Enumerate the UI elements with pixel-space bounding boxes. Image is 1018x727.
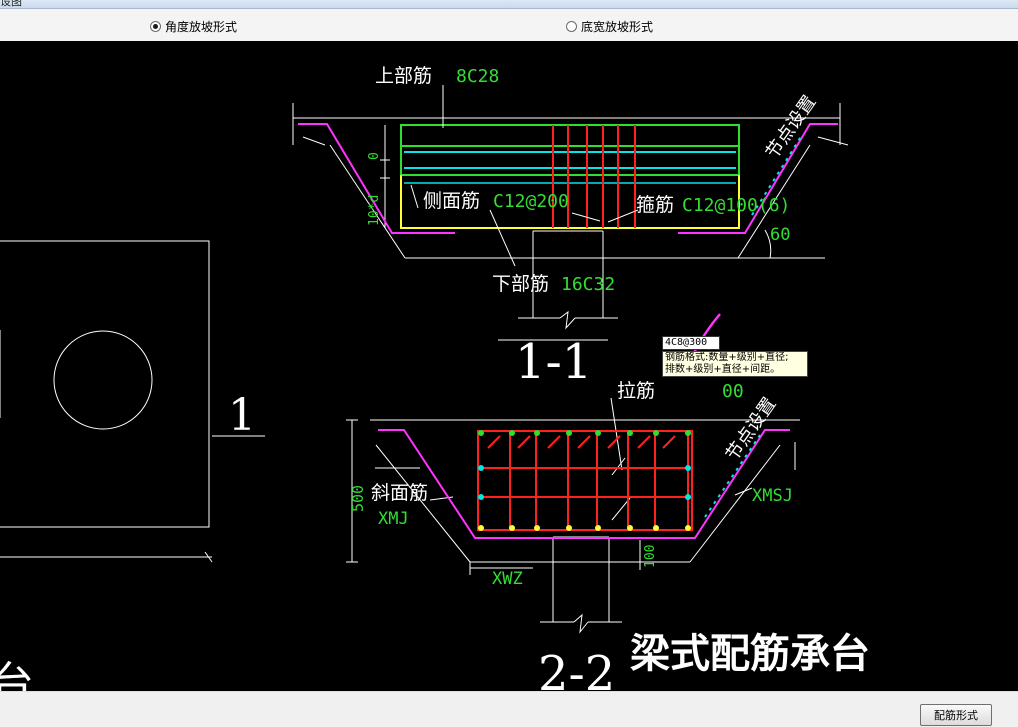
rebar-form-button[interactable]: 配筋形式	[920, 704, 992, 726]
cad-drawing-canvas[interactable]: 1	[0, 41, 1018, 691]
rebar-format-tooltip: 钢筋格式:数量+级别+直径; 排数+级别+直径+间距。	[662, 351, 808, 377]
bottom-rebar-value: 16C32	[561, 274, 615, 295]
partial-caption-char: 台	[0, 658, 34, 691]
radio-dot-selected[interactable]	[150, 21, 161, 32]
slope-angle: 60	[770, 225, 790, 245]
section-1-1-title: 1-1	[515, 334, 592, 390]
tooltip-line-2: 排数+级别+直径+间距。	[665, 364, 781, 375]
tie-value-input[interactable]	[662, 336, 720, 350]
section-2-2	[346, 397, 800, 634]
slope-mode-bar: 角度放坡形式 底宽放坡形式	[0, 9, 1018, 42]
stirrup-label: 箍筋	[636, 194, 674, 216]
radio-width-slope-label: 底宽放坡形式	[581, 20, 654, 34]
cad-drawing: 1	[0, 65, 870, 691]
radio-width-slope[interactable]: 底宽放坡形式	[566, 18, 653, 35]
side-rebar-value: C12@200	[493, 191, 569, 212]
dim-zero: 0	[367, 152, 382, 160]
plan-view	[0, 240, 265, 563]
window-titlebar: 设图	[0, 0, 1018, 9]
pile-circle	[53, 330, 153, 430]
side-rebar-label: 侧面筋	[423, 190, 480, 212]
plan-section-label: 1	[228, 390, 256, 441]
tie-value-overflow: 00	[722, 381, 744, 402]
slope-rebar-label: 斜面筋	[371, 482, 428, 504]
dim-10d: 10*d	[367, 195, 382, 226]
tie-label: 拉筋	[617, 380, 655, 402]
top-rebar-label: 上部筋	[375, 65, 432, 87]
radio-dot[interactable]	[566, 21, 577, 32]
window-title: 设图	[0, 0, 22, 8]
dim-100: 100	[643, 545, 658, 568]
bottom-bar: 配筋形式	[0, 691, 1018, 726]
section-1-1	[292, 85, 849, 341]
plan-outline	[0, 240, 210, 528]
bottom-rebar-label: 下部筋	[492, 273, 549, 295]
radio-angle-slope[interactable]: 角度放坡形式	[150, 18, 237, 35]
xmsj-label: XMSJ	[752, 486, 793, 506]
drawing-caption: 梁式配筋承台	[630, 631, 870, 677]
radio-angle-slope-label: 角度放坡形式	[165, 20, 238, 34]
tooltip-line-1: 钢筋格式:数量+级别+直径;	[665, 352, 789, 363]
top-rebar-value: 8C28	[456, 66, 499, 87]
xmj-label: XMJ	[378, 509, 409, 529]
xwz-label: XWZ	[492, 569, 523, 589]
stirrup-value: C12@100(6)	[682, 195, 790, 216]
dim-500: 500	[349, 485, 367, 512]
section-2-2-title: 2-2	[538, 646, 615, 691]
plan-dim-tick	[204, 551, 213, 563]
